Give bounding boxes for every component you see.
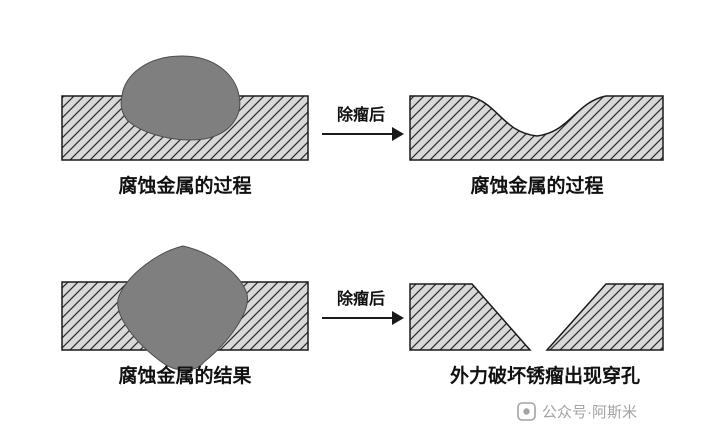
caption-bottom-left: 腐蚀金属的结果	[118, 364, 251, 387]
watermark-text: 公众号·阿斯米	[542, 404, 637, 421]
rust-tumor-blob	[120, 55, 241, 141]
arrow-top-label: 除瘤后	[337, 105, 385, 124]
panel-top-right	[409, 95, 664, 161]
panel-top-left	[61, 55, 309, 161]
caption-bottom-right: 外力破坏锈瘤出现穿孔	[450, 364, 640, 387]
watermark: 公众号·阿斯米	[517, 402, 637, 421]
logo-dot-icon	[523, 408, 530, 415]
arrow-bottom-label: 除瘤后	[337, 289, 385, 308]
metal-bar-right-fragment	[545, 283, 664, 351]
caption-top-left: 腐蚀金属的过程	[118, 174, 251, 197]
caption-top-right: 腐蚀金属的过程	[470, 174, 603, 197]
arrow-bottom: 除瘤后	[322, 289, 404, 325]
arrow-bottom-head-icon	[392, 311, 404, 325]
panel-bottom-left	[61, 245, 309, 371]
rust-tumor-through-blob	[117, 245, 248, 371]
arrow-top: 除瘤后	[322, 105, 404, 141]
arrow-top-head-icon	[392, 127, 404, 141]
metal-bar-left-fragment	[409, 283, 532, 351]
panel-bottom-right	[409, 283, 664, 351]
metal-bar-with-pit	[409, 95, 664, 161]
